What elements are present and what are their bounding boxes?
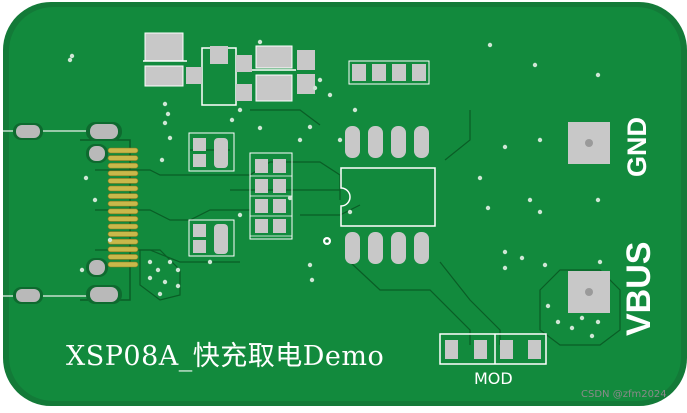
usb-pin <box>107 246 139 253</box>
mid-components <box>188 132 235 257</box>
resistor-pad <box>273 159 286 173</box>
usb-pin <box>107 216 139 222</box>
usb-pin <box>107 238 139 245</box>
resistor-pad <box>255 179 268 193</box>
via <box>545 303 551 309</box>
via <box>597 259 603 265</box>
via <box>237 107 243 113</box>
via <box>162 279 168 285</box>
via <box>502 249 508 255</box>
via <box>502 265 508 271</box>
usb-pin <box>107 261 139 268</box>
via <box>569 325 575 331</box>
via <box>162 101 168 107</box>
via <box>67 57 73 63</box>
via <box>487 42 493 48</box>
via <box>207 259 213 265</box>
via <box>595 319 601 325</box>
via <box>527 197 533 203</box>
via <box>167 259 173 265</box>
via <box>589 333 595 339</box>
resistor-pad <box>273 219 286 233</box>
via <box>502 144 508 150</box>
via <box>155 267 161 273</box>
via <box>257 125 263 131</box>
resistor-pad <box>273 199 286 213</box>
via <box>175 283 181 289</box>
via <box>312 85 318 91</box>
via <box>307 124 313 130</box>
mod-label: MOD <box>474 369 513 388</box>
ic-sop8 <box>340 126 436 264</box>
via <box>579 315 585 321</box>
via <box>69 53 75 59</box>
via <box>83 175 89 181</box>
watermark: CSDN @zfm2024 <box>581 389 667 400</box>
via <box>297 137 303 143</box>
usb-pin <box>107 178 139 184</box>
via <box>157 291 163 297</box>
via <box>317 77 323 83</box>
via <box>237 212 243 218</box>
via <box>162 120 168 126</box>
via <box>147 275 153 281</box>
via <box>92 197 98 203</box>
via <box>537 209 543 215</box>
resistor-pad <box>255 159 268 173</box>
top-components <box>143 32 430 106</box>
vbus-label: VBUS <box>620 241 658 336</box>
resistor-pad <box>255 199 268 213</box>
gnd-label: GND <box>622 117 652 177</box>
board-title: XSP08A_快充取电Demo <box>66 341 385 372</box>
via <box>477 175 483 181</box>
resistor-pad <box>255 219 268 233</box>
resistor-pad <box>273 179 286 193</box>
usb-pin-array <box>107 147 139 268</box>
via <box>229 117 235 123</box>
via <box>347 209 353 215</box>
via <box>79 267 85 273</box>
via <box>147 259 153 265</box>
via <box>257 39 263 45</box>
via <box>309 277 315 283</box>
via <box>337 137 343 143</box>
via <box>287 195 293 201</box>
via <box>595 197 601 203</box>
usb-pin <box>107 185 139 192</box>
usb-pin <box>107 208 139 215</box>
test-pads <box>568 122 610 313</box>
via <box>595 72 601 78</box>
usb-pin <box>107 155 139 161</box>
usb-connector <box>13 122 122 304</box>
usb-pin <box>107 200 139 207</box>
via <box>532 62 538 68</box>
usb-pin <box>107 193 139 199</box>
usb-pin <box>107 231 139 237</box>
via <box>175 267 181 273</box>
usb-pin <box>107 254 139 260</box>
resistor-array <box>249 152 293 240</box>
via <box>542 262 548 268</box>
usb-pin <box>107 170 139 177</box>
via <box>159 157 165 163</box>
via <box>107 237 113 243</box>
via <box>555 319 561 325</box>
via <box>537 137 543 143</box>
via <box>327 92 333 98</box>
via <box>307 262 313 268</box>
via <box>352 107 358 113</box>
usb-pin <box>107 223 139 230</box>
vias <box>67 39 603 339</box>
usb-pin <box>107 162 139 169</box>
via <box>167 135 173 141</box>
via <box>485 205 491 211</box>
via <box>519 255 525 261</box>
via <box>165 111 171 117</box>
mod-jumper <box>439 333 547 365</box>
usb-pin <box>107 147 139 154</box>
